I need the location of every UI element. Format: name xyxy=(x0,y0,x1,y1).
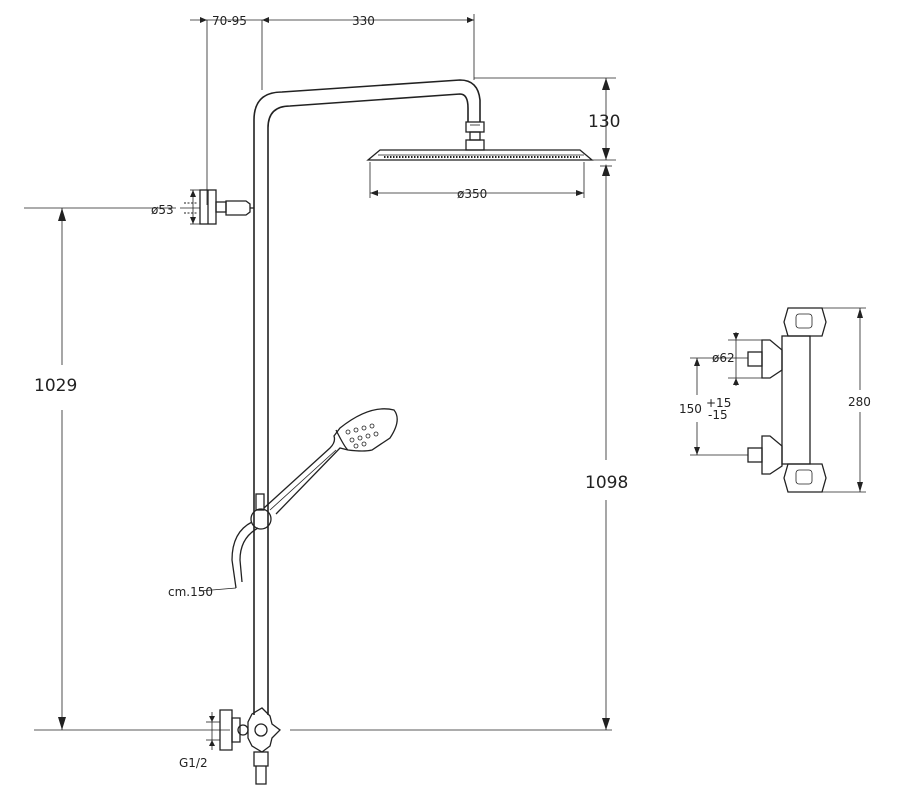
mixer-dimensions xyxy=(690,307,866,493)
inlet-thread-label: G1/2 xyxy=(179,756,208,770)
shower-hose xyxy=(199,521,259,592)
tolerance-plus-label: +15 xyxy=(706,396,731,410)
hose-length-label: cm.150 xyxy=(168,585,213,599)
bracket-diameter-label: ø53 xyxy=(151,203,174,217)
tolerance-minus-label: -15 xyxy=(708,408,728,422)
arm-offset-label: 70-95 xyxy=(212,14,247,28)
bottom-connector xyxy=(206,707,281,785)
thermostatic-mixer xyxy=(747,307,827,493)
bracket-height-dimension xyxy=(24,207,230,731)
arm-length-label: 330 xyxy=(352,14,375,28)
knob-diameter-label: ø62 xyxy=(712,351,735,365)
bracket-height-label: 1029 xyxy=(34,376,77,396)
hand-shower xyxy=(263,408,398,515)
overall-height-dimension xyxy=(290,164,612,731)
shower-riser-pipe xyxy=(253,79,481,715)
head-drop-label: 130 xyxy=(588,112,620,132)
shower-head-connector xyxy=(465,121,485,151)
hand-shower-nozzles xyxy=(345,423,379,449)
top-dimension-lines xyxy=(190,14,475,205)
overall-height-label: 1098 xyxy=(585,473,628,493)
head-diameter-label: ø350 xyxy=(457,187,487,201)
wall-bracket xyxy=(180,189,254,225)
shower-head xyxy=(366,149,594,198)
slider-holder xyxy=(250,493,272,530)
mixer-height-label: 280 xyxy=(848,395,871,409)
inlet-spacing-label: 150 xyxy=(679,402,702,416)
